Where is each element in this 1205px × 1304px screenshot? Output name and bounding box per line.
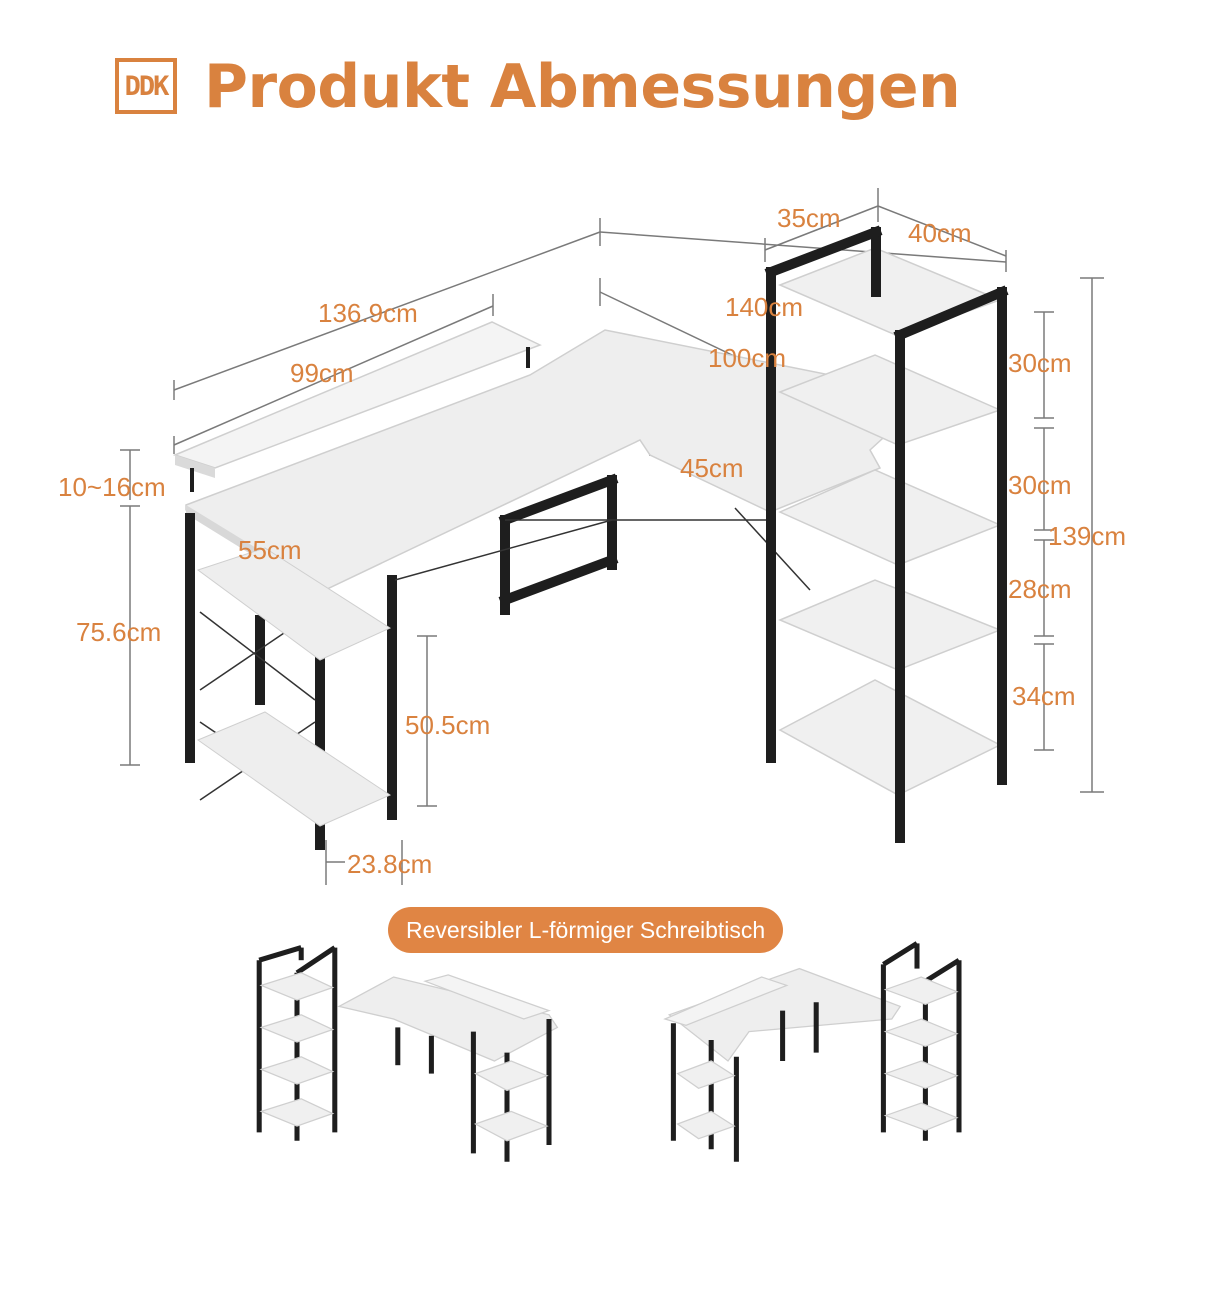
dim-desk-right-length: 100cm: [708, 343, 787, 373]
dim-side-shelf-height: 50.5cm: [405, 710, 491, 740]
dim-tower-shelf-3: 28cm: [1008, 574, 1072, 604]
dimension-lines: [120, 188, 1104, 885]
dim-total-right-width: 140cm: [725, 292, 804, 322]
brand-logo: DDK: [115, 58, 177, 114]
main-desk-illustration: [172, 225, 1009, 850]
dim-desk-right-depth: 45cm: [680, 453, 744, 483]
dim-tower-shelf-2: 30cm: [1008, 470, 1072, 500]
dim-tower-width: 35cm: [777, 203, 841, 233]
variant-right-illustration: [663, 941, 962, 1162]
dim-desk-height: 75.6cm: [76, 617, 162, 647]
reversible-badge: Reversibler L-förmiger Schreibtisch: [388, 907, 784, 953]
dim-tower-shelf-4: 34cm: [1012, 681, 1076, 711]
dim-monitor-shelf-width: 99cm: [290, 358, 354, 388]
dim-tower-height: 139cm: [1048, 521, 1127, 551]
dim-desk-left-depth: 55cm: [238, 535, 302, 565]
dim-side-shelf-width: 23.8cm: [347, 849, 433, 879]
dim-total-left-width: 136.9cm: [318, 298, 418, 328]
dim-tower-shelf-1: 30cm: [1008, 348, 1072, 378]
page-title: Produkt Abmessungen: [204, 52, 961, 122]
dim-tower-depth: 40cm: [908, 218, 972, 248]
brand-logo-text: DDK: [124, 70, 170, 102]
variant-left-illustration: [256, 945, 559, 1162]
dim-monitor-shelf-height: 10~16cm: [58, 472, 166, 502]
